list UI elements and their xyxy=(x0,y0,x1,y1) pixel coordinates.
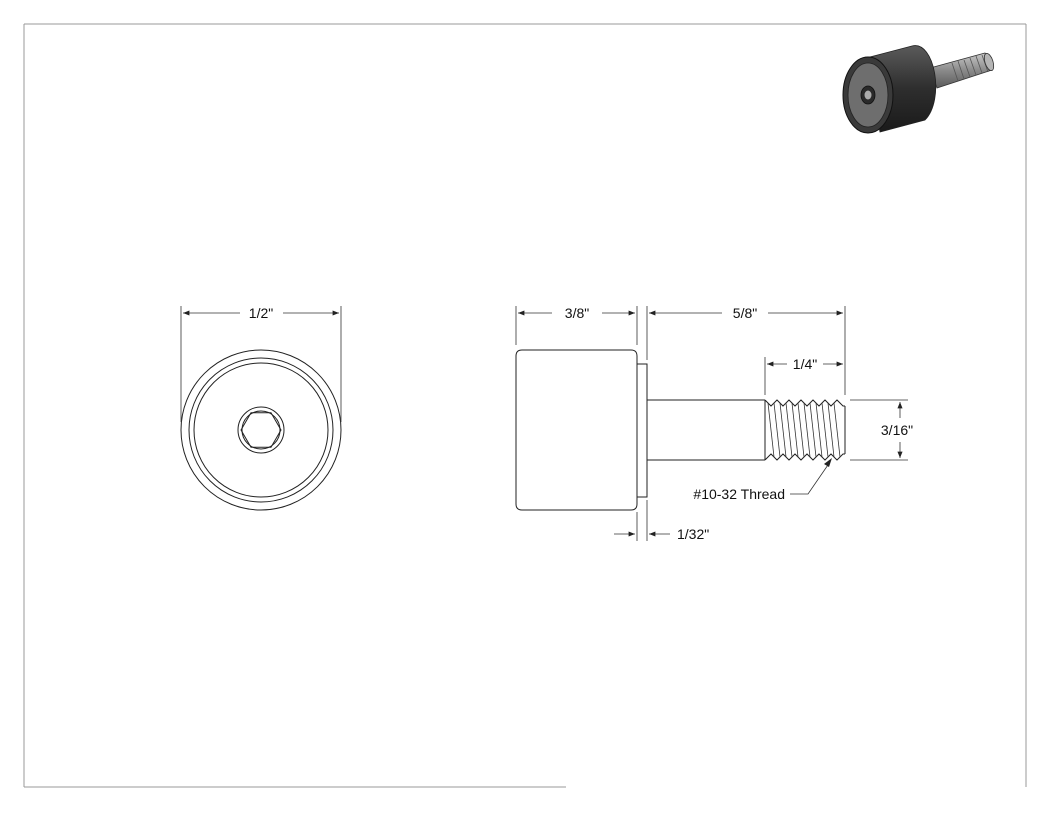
front-view xyxy=(180,349,342,511)
thread-length-dimension: 1/4" xyxy=(764,356,843,395)
front-diameter-dimension: 1/2" xyxy=(180,305,342,422)
shank-length-dimension: 5/8" xyxy=(646,305,846,395)
cam-follower-isometric-icon xyxy=(842,45,995,134)
thread-diameter-dimension: 3/16" xyxy=(850,399,913,461)
thread-diameter-label: 3/16" xyxy=(881,422,913,438)
head-length-label: 3/8" xyxy=(565,305,589,321)
thread-spec-label: #10-32 Thread xyxy=(693,486,785,502)
thread-callout: #10-32 Thread xyxy=(693,458,832,502)
shank-length-label: 5/8" xyxy=(733,305,757,321)
thread-length-label: 1/4" xyxy=(793,356,817,372)
flange-thickness-dimension: 1/32" xyxy=(614,500,709,542)
head-length-dimension: 3/8" xyxy=(515,305,638,345)
front-diameter-label: 1/2" xyxy=(249,305,273,321)
flange-thickness-label: 1/32" xyxy=(677,526,709,542)
sheet-border xyxy=(23,23,1027,788)
side-view xyxy=(515,349,846,511)
